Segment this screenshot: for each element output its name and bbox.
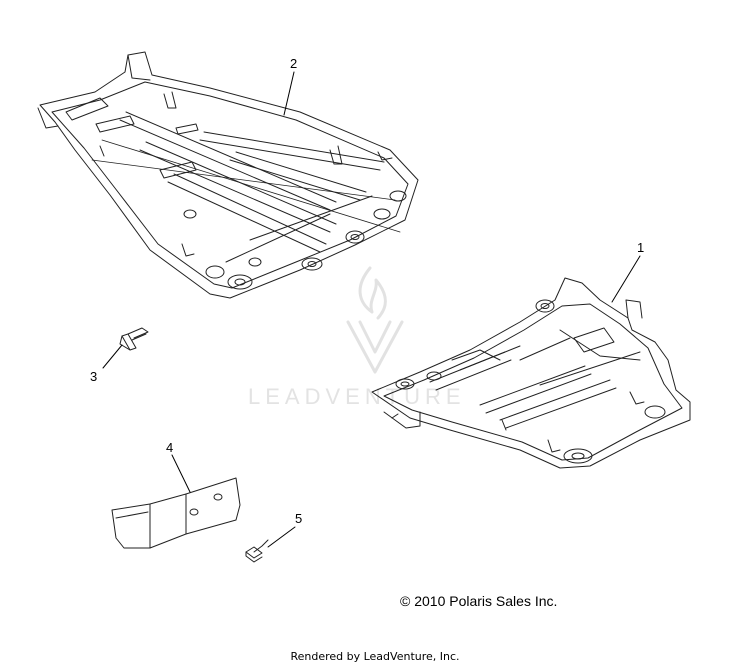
callout-2: 2 <box>290 56 297 71</box>
footer-credit: Rendered by LeadVenture, Inc. <box>290 650 460 663</box>
callout-3: 3 <box>90 369 97 384</box>
skid-plate-rear <box>371 277 691 469</box>
watermark-text: LEADVENTURE <box>248 384 466 409</box>
skid-plate-front <box>37 51 419 299</box>
screw-part-5 <box>245 539 269 563</box>
watermark-logo <box>346 266 404 374</box>
callout-4: 4 <box>166 440 173 455</box>
callout-1: 1 <box>637 240 644 255</box>
bracket-part-4 <box>111 477 241 549</box>
callout-5: 5 <box>295 511 302 526</box>
copyright-text: © 2010 Polaris Sales Inc. <box>400 593 558 609</box>
bolt-part-3 <box>119 327 149 351</box>
